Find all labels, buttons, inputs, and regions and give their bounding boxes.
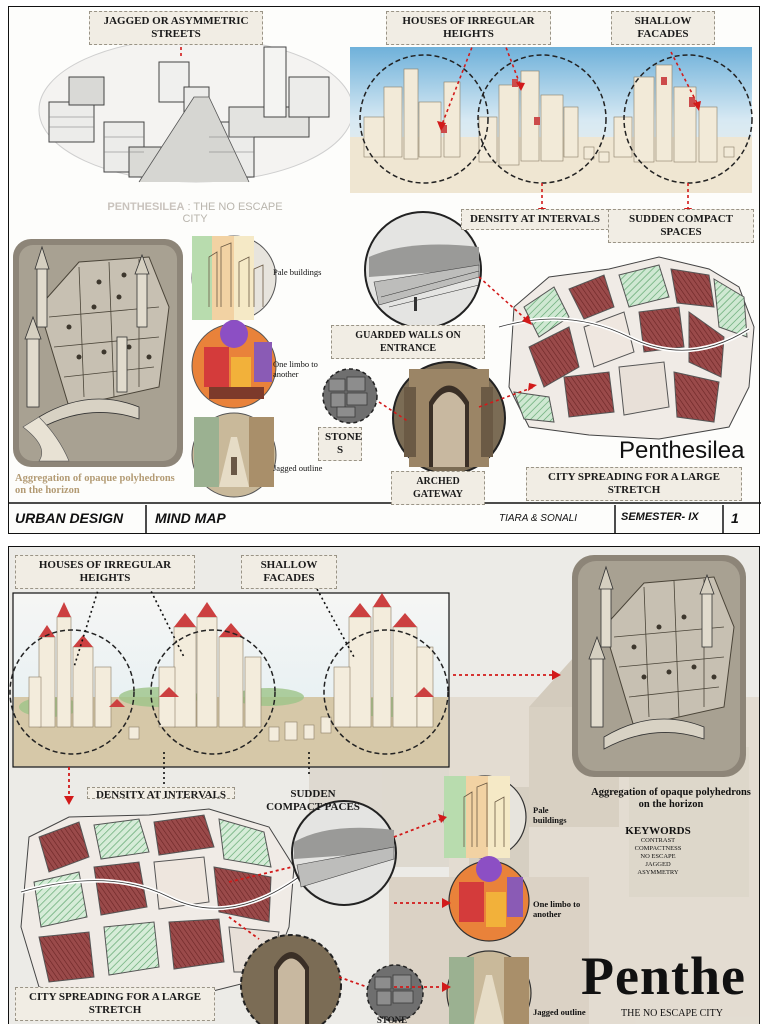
keywords-title: KEYWORDS — [625, 825, 691, 837]
label-jagged-streets: JAGGED OR ASYMMETRIC STREETS — [89, 11, 263, 45]
note-pale-buildings-2: Pale buildings — [533, 805, 567, 825]
keyword-item: COMPACTNESS — [634, 845, 682, 852]
label-city-spreading-2: CITY SPREADING FOR A LARGE STRETCH — [15, 987, 215, 1021]
label-sudden-compact: SUDDEN COMPACT SPACES — [608, 209, 754, 243]
label-shallow-facades-2: SHALLOW FACADES — [241, 555, 337, 589]
label-irregular-heights-2: HOUSES OF IRREGULAR HEIGHTS — [15, 555, 195, 589]
label-irregular-heights: HOUSES OF IRREGULAR HEIGHTS — [386, 11, 551, 45]
keyword-item: CONTRAST — [640, 837, 676, 844]
annotation-arrows — [180, 41, 700, 480]
label-shallow-facades: SHALLOW FACADES — [611, 11, 715, 45]
label-density-intervals: DENSITY AT INTERVALS — [461, 209, 609, 230]
keyword-item: ASYMMETRY — [637, 869, 679, 876]
keyword-item: JAGGED — [645, 861, 671, 868]
density-view-sketch — [364, 211, 482, 329]
note-jagged-outline-2: Jagged outline — [533, 1007, 586, 1017]
stones-view-large — [366, 964, 424, 1022]
red-arrow-heads — [64, 670, 561, 992]
keywords-list: CONTRAST COMPACTNESS NO ESCAPE JAGGED AS… — [613, 837, 703, 877]
label-stones: STONE S — [318, 427, 362, 461]
black-arrows — [73, 586, 355, 785]
jagged-outline-thumb — [191, 412, 277, 498]
watercolor-panorama — [350, 47, 753, 193]
jagged-outline-thumb-large — [446, 950, 532, 1024]
label-density-intervals-2: DENSITY AT INTERVALS — [87, 787, 235, 799]
note-pale-buildings: Pale buildings — [273, 267, 322, 277]
stones-view — [322, 368, 378, 424]
note-limbo-2: One limbo to another — [533, 899, 581, 919]
big-subtitle: THE NO ESCAPE CITY — [621, 1008, 723, 1019]
sheet1-artwork — [9, 37, 761, 533]
sheet2-aggregation-caption: Aggregation of opaque polyhedrons on the… — [591, 787, 751, 810]
red-arrows — [68, 674, 554, 988]
limbo-thumb — [191, 320, 277, 409]
subtitle-city-name: PENTHESILEA — [107, 201, 185, 213]
sheet1-aggregation-caption: Aggregation of opaque polyhedrons on the… — [15, 473, 175, 496]
pale-buildings-thumb — [191, 235, 277, 321]
label-stones-2: STONE — [376, 1015, 408, 1024]
keyword-item: NO ESCAPE — [640, 853, 676, 860]
note-limbo: One limbo to another — [273, 359, 318, 379]
city-plan-map-large — [20, 808, 301, 1000]
footer-course: URBAN DESIGN — [15, 510, 124, 526]
sheet2-artwork — [9, 555, 759, 1024]
note-jagged-outline: Jagged outline — [273, 463, 323, 473]
tower-relief-large — [572, 555, 746, 777]
keywords-block: KEYWORDS CONTRAST COMPACTNESS NO ESCAPE … — [613, 825, 703, 877]
pale-buildings-thumb-large — [443, 775, 527, 859]
map-title: Penthesilea — [619, 437, 745, 464]
density-view-large — [291, 800, 397, 906]
label-arched-gateway: ARCHED GATEWAY — [391, 471, 485, 505]
footer-authors: TIARA & SONALI — [499, 513, 577, 524]
label-city-spreading: CITY SPREADING FOR A LARGE STRETCH — [526, 467, 742, 501]
sheet1-subtitle: PENTHESILEA : THE NO ESCAPE CITY — [97, 201, 293, 225]
city-plan-map — [498, 256, 755, 440]
arched-gateway-view — [392, 361, 506, 475]
footer-page-number: 1 — [731, 510, 739, 526]
mind-map-sheet-2: HOUSES OF IRREGULAR HEIGHTS SHALLOW FACA… — [8, 546, 760, 1024]
label-sudden-compact-2: SUDDEN COMPACT PACES — [266, 788, 360, 813]
subtitle-description: : THE NO ESCAPE CITY — [182, 201, 283, 225]
footer-topic: MIND MAP — [155, 510, 226, 526]
big-title: Penthe — [581, 946, 746, 1006]
tower-relief-sketch — [13, 239, 183, 467]
jagged-streets-sketch — [38, 37, 354, 183]
footer-semester: SEMESTER- IX — [621, 511, 699, 523]
label-guarded-walls: GUARDED WALLS ON ENTRANCE — [331, 325, 485, 359]
watercolor-panorama-large — [9, 592, 450, 768]
limbo-thumb-large — [448, 856, 530, 942]
arched-gateway-large — [240, 934, 342, 1024]
mind-map-sheet-1: JAGGED OR ASYMMETRIC STREETS HOUSES OF I… — [8, 6, 761, 534]
